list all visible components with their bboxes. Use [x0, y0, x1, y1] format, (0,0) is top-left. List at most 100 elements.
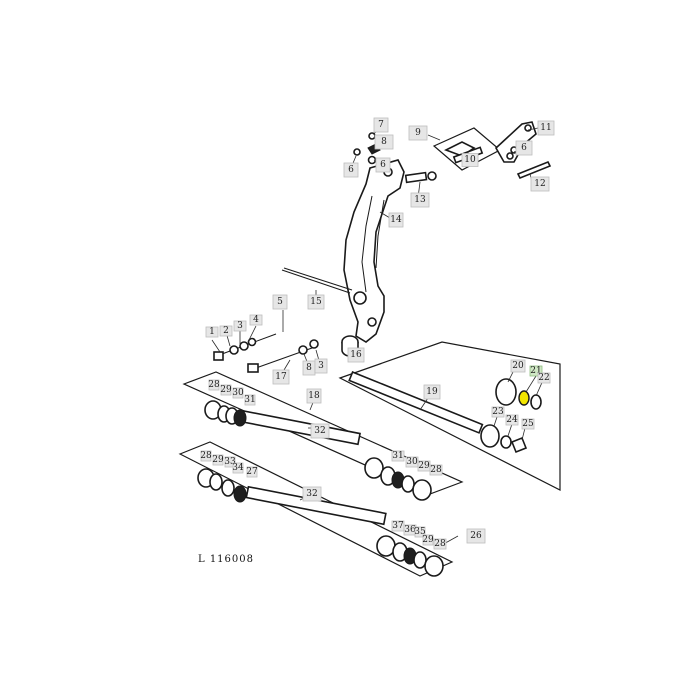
callout-35: 35	[414, 526, 426, 538]
callout-32: 32	[302, 486, 322, 502]
callout-number: 6	[380, 160, 386, 170]
callout-number: 7	[378, 120, 384, 130]
callout-28: 28	[208, 379, 220, 391]
callout-number: 6	[521, 143, 527, 153]
callout-number: 32	[306, 489, 317, 499]
callout-20: 20	[510, 359, 526, 373]
callout-29: 29	[220, 384, 232, 396]
shaft-panel-top	[178, 371, 464, 577]
callout-29: 29	[212, 454, 224, 466]
callout-number: 14	[390, 215, 402, 225]
callout-2: 2	[219, 325, 233, 337]
callout-number: 1	[209, 327, 215, 337]
callout-number: 29	[212, 455, 224, 465]
callout-number: 4	[253, 315, 259, 325]
callout-28: 28	[429, 464, 443, 476]
callout-28: 28	[200, 450, 212, 462]
callout-number: 10	[464, 155, 476, 165]
callout-number: 29	[220, 385, 232, 395]
callout-number: 37	[392, 521, 404, 531]
callout-number: 9	[415, 128, 421, 138]
callout-number: 30	[232, 388, 244, 398]
callout-33: 33	[224, 456, 236, 468]
callout-number: 31	[244, 395, 255, 405]
callout-34: 34	[232, 462, 244, 474]
bolt-assembly-left	[213, 333, 277, 361]
callout-13: 13	[410, 192, 430, 208]
callout-21: 21	[529, 365, 543, 377]
callout-number: 18	[308, 391, 320, 401]
callout-24: 24	[505, 414, 519, 426]
callout-29: 29	[422, 534, 434, 546]
callout-number: 26	[470, 531, 482, 541]
callout-14: 14	[388, 212, 404, 228]
callout-number: 11	[540, 123, 551, 133]
callout-number: 19	[426, 387, 438, 397]
callout-25: 25	[521, 418, 535, 430]
callout-37: 37	[391, 520, 405, 532]
callout-number: 35	[414, 527, 426, 537]
callout-6: 6	[375, 157, 391, 173]
callout-number: 22	[538, 373, 549, 383]
callout-4: 4	[249, 314, 263, 326]
shaft-upper	[204, 400, 432, 501]
callout-8: 8	[374, 134, 394, 150]
callout-number: 25	[522, 419, 534, 429]
callout-1: 1	[205, 326, 219, 338]
callout-27: 27	[246, 466, 258, 478]
callout-number: 30	[406, 457, 418, 467]
callout-31: 31	[244, 394, 256, 406]
callout-5: 5	[272, 294, 288, 310]
callout-number: 3	[318, 361, 324, 371]
callout-number: 6	[348, 165, 354, 175]
callout-number: 8	[381, 137, 387, 147]
callout-number: 29	[422, 535, 434, 545]
callout-number: 5	[277, 297, 283, 307]
callout-number: 24	[506, 415, 518, 425]
callout-number: 34	[232, 463, 244, 473]
callout-31: 31	[391, 450, 405, 462]
callout-number: 29	[418, 461, 430, 471]
callout-number: 28	[208, 380, 220, 390]
callout-23: 23	[491, 406, 505, 418]
callout-29: 29	[417, 460, 431, 472]
callout-number: 20	[512, 361, 524, 371]
callout-number: 12	[534, 179, 545, 189]
callout-number: 3	[237, 321, 243, 331]
lever-arm	[343, 159, 405, 343]
callout-16: 16	[347, 347, 365, 363]
callout-number: 23	[492, 407, 504, 417]
callout-10: 10	[461, 153, 479, 167]
callout-30: 30	[232, 387, 244, 399]
callout-number: 8	[306, 363, 312, 373]
callout-number: 32	[314, 426, 325, 436]
callout-number: 16	[350, 350, 362, 360]
callout-17: 17	[272, 369, 290, 385]
callout-6: 6	[515, 140, 533, 156]
figure-reference: L 116008	[198, 554, 254, 565]
callout-28: 28	[433, 538, 447, 550]
callout-number: 28	[200, 451, 212, 461]
callout-number: 28	[434, 539, 446, 549]
callout-12: 12	[530, 176, 550, 192]
callout-number: 28	[430, 465, 442, 475]
callout-19: 19	[423, 384, 441, 400]
callout-30: 30	[405, 456, 419, 468]
bolt-17	[247, 339, 319, 373]
callout-number: 21	[530, 366, 541, 376]
callout-number: 13	[414, 195, 426, 205]
callout-6: 6	[343, 162, 359, 178]
callout-number: 36	[404, 525, 416, 535]
callout-number: 31	[392, 451, 403, 461]
shaft-lower	[197, 468, 444, 577]
callout-3: 3	[314, 358, 328, 374]
callout-32: 32	[310, 423, 330, 439]
callout-18: 18	[306, 388, 322, 404]
callout-8: 8	[302, 360, 316, 376]
callout-9: 9	[408, 125, 428, 141]
callout-26: 26	[466, 528, 486, 544]
callout-number: 17	[275, 372, 287, 382]
shaft-panel-right	[338, 341, 561, 491]
